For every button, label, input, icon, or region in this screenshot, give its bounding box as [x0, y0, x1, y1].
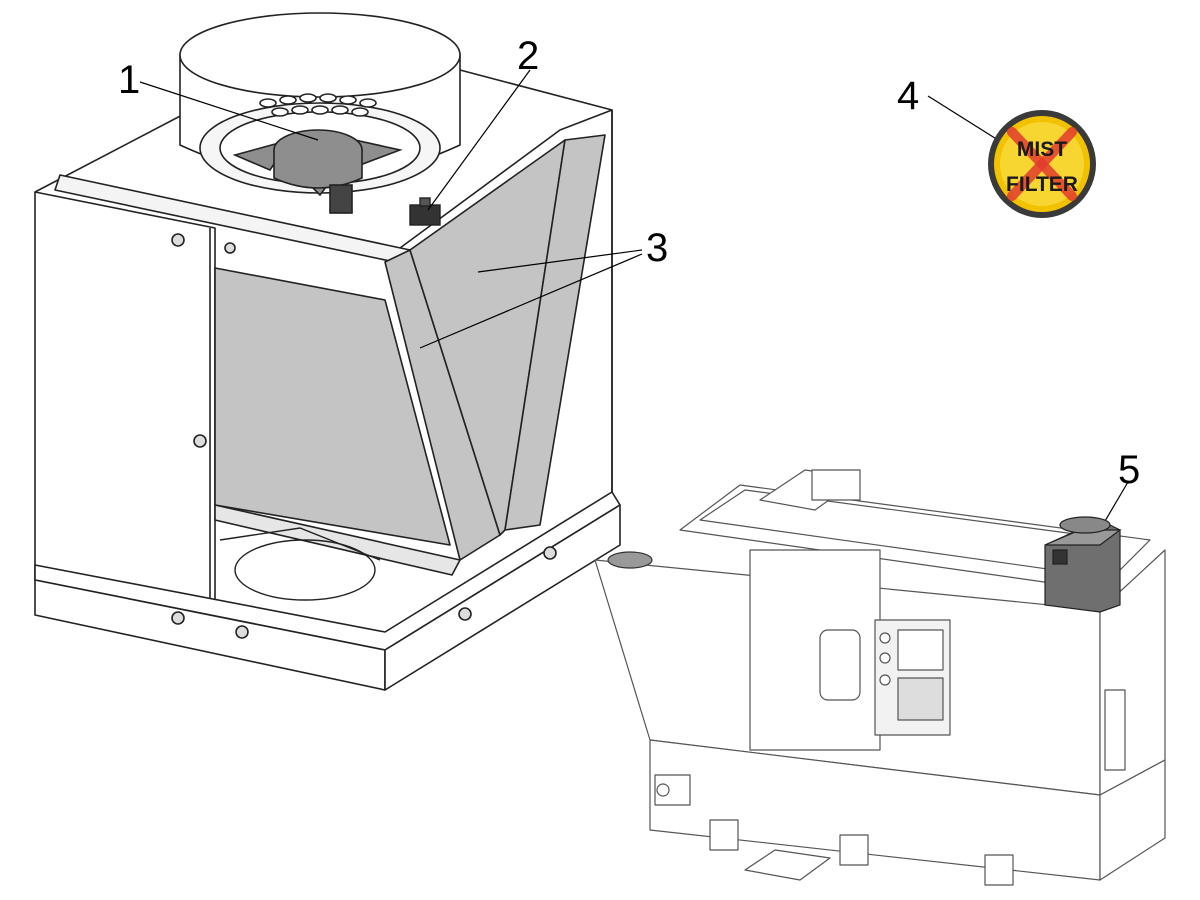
pressure-switch	[409, 197, 441, 226]
mist-filter-icon	[988, 110, 1096, 218]
fan-assembly	[179, 12, 461, 214]
mist-collector-housing	[34, 69, 621, 691]
callout-2: 2	[517, 34, 540, 78]
mist-filter-label-line1: MIST	[1016, 138, 1068, 161]
callout-3: 3	[646, 226, 669, 270]
callout-1: 1	[118, 58, 141, 102]
callout-5: 5	[1118, 448, 1141, 492]
filter-panels	[214, 134, 606, 576]
callout-4: 4	[897, 74, 920, 118]
base-opening	[219, 527, 381, 601]
lathe-machine	[594, 469, 1166, 886]
mist-filter-label-line2: FILTER	[1006, 173, 1078, 196]
mounted-mist-collector	[1044, 516, 1122, 613]
